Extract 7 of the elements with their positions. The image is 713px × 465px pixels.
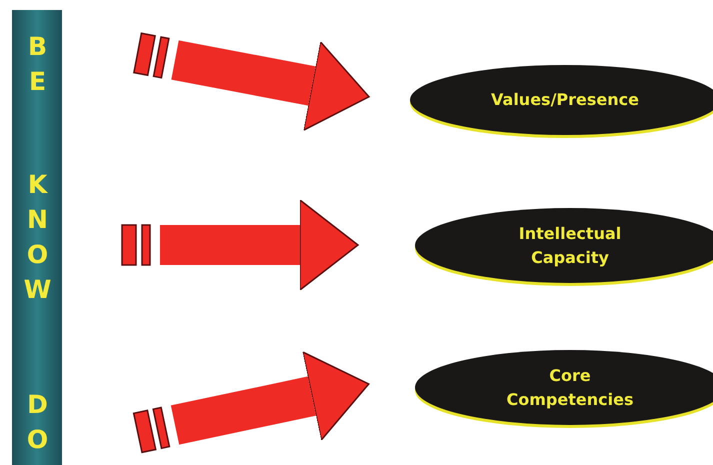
node-label: Values/Presence bbox=[490, 89, 640, 111]
banner-word: BE bbox=[22, 32, 53, 102]
vertical-banner bbox=[12, 10, 62, 465]
banner-word: DO bbox=[22, 390, 53, 460]
node-label: Core Competencies bbox=[506, 364, 634, 410]
node-label: Intellectual Capacity bbox=[518, 222, 622, 268]
banner-word: KNOW bbox=[22, 170, 53, 310]
